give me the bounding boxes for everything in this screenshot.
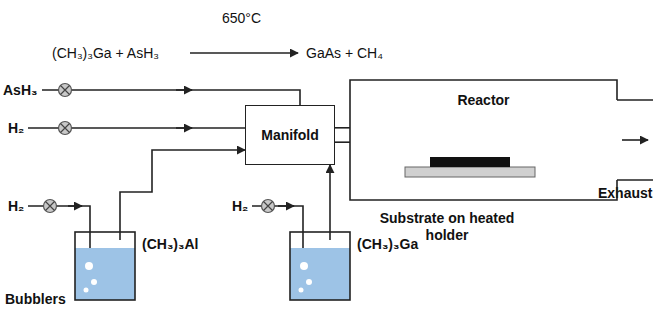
- gas-line: [329, 232, 331, 240]
- gas-bubble: [306, 279, 312, 285]
- gas-bubble: [84, 288, 89, 293]
- pipe-bore: [335, 129, 350, 142]
- gas-bubble: [85, 262, 93, 270]
- valve-cross: [264, 202, 273, 211]
- heated-holder: [405, 167, 535, 177]
- gas-bubble: [91, 279, 97, 285]
- valve-body: [262, 200, 275, 213]
- gas-bubble: [299, 288, 304, 293]
- diagram-label: 650°C: [222, 10, 261, 27]
- valve-cross: [61, 124, 70, 133]
- diagram-label: H₂: [8, 198, 24, 215]
- gas-line: [617, 179, 653, 181]
- gas-line: [42, 90, 300, 105]
- diagram-label: Bubblers: [5, 291, 66, 308]
- reactor-wall: [350, 80, 617, 200]
- node-title: Manifold: [261, 127, 319, 143]
- reactor-chamber: Reactor: [350, 80, 617, 200]
- liquid-precursor: [290, 248, 350, 300]
- manifold-box: Manifold: [245, 105, 335, 165]
- connector-line: [120, 150, 245, 232]
- vessel-wall: [290, 232, 350, 300]
- precursor-label: (CH₃)₃Ga: [357, 236, 418, 252]
- bubbler-outline: [290, 232, 350, 300]
- precursor-label: (CH₃)₃Al: [142, 236, 199, 252]
- gas-bubble: [300, 262, 308, 270]
- valve-symbol: [59, 122, 72, 135]
- substrate: [430, 157, 510, 167]
- valve-symbol: [44, 200, 57, 213]
- transfer-pipe: [335, 135, 350, 136]
- liquid-precursor: [75, 248, 135, 300]
- vapor-line: [330, 165, 331, 232]
- vessel-wall: [75, 232, 135, 300]
- valve-cross: [46, 202, 55, 211]
- flow-arrow: [176, 127, 192, 129]
- gas-line: [119, 232, 121, 240]
- vapor-line: [120, 150, 245, 232]
- diagram-label: AsH₃: [3, 82, 37, 99]
- valve-cross: [61, 86, 70, 95]
- valve-symbol: [262, 200, 275, 213]
- diagram-label: H₂: [232, 198, 248, 215]
- connector-line: [329, 165, 331, 232]
- diagram-label: (CH₃)₃Ga + AsH₃: [52, 45, 159, 62]
- diagram-label: GaAs + CH₄: [306, 45, 383, 62]
- valve-body: [44, 200, 57, 213]
- flow-arrow: [68, 205, 82, 207]
- valve-body: [59, 122, 72, 135]
- diagram-label: H₂: [8, 120, 24, 137]
- bubbler-vessel: (CH₃)₃Ga: [290, 232, 350, 300]
- bubbler-outline: [75, 232, 135, 300]
- valve-symbol: [59, 84, 72, 97]
- flow-arrow: [278, 205, 294, 207]
- valve-body: [59, 84, 72, 97]
- flow-arrow: [190, 52, 298, 54]
- node-title: Reactor: [350, 92, 617, 108]
- gas-line: [617, 99, 653, 101]
- flow-arrow: [176, 89, 192, 91]
- flow-arrow: [622, 139, 648, 141]
- bubbler-vessel: (CH₃)₃Al: [75, 232, 135, 300]
- pipe-wall: [335, 127, 350, 143]
